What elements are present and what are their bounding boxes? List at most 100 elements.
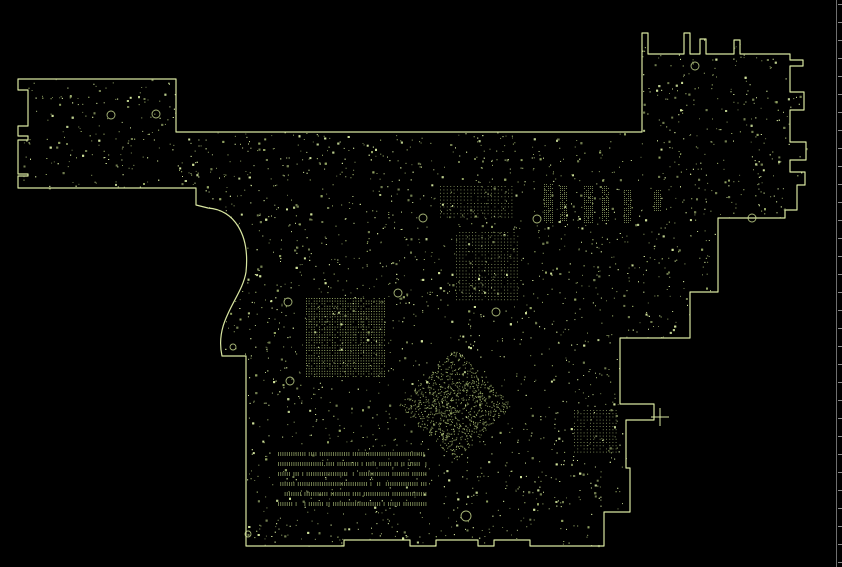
pad [491,436,493,437]
pad [337,280,339,282]
pad [788,123,790,125]
pad [581,241,582,243]
cpu-bga-pad [332,305,333,307]
pad [600,393,602,395]
pad [295,351,296,353]
pad [190,173,192,175]
pad [470,347,472,350]
pad [240,160,242,162]
pad [363,312,365,314]
pad [308,248,310,251]
pad [753,102,755,104]
pad [564,205,567,208]
pad [242,147,244,149]
pad [98,90,101,92]
pad [543,202,545,204]
cpu-bga-pad [306,300,307,302]
pad [274,541,276,543]
pad [462,335,465,338]
pad [526,429,528,430]
pad [493,276,495,278]
pad [145,86,147,88]
pad [482,160,484,163]
pad [616,420,618,422]
pad [423,269,425,271]
cpu-bga-pad [373,300,375,302]
pad [352,303,354,305]
pad [765,138,767,140]
pad [528,439,530,441]
pad [658,175,661,178]
pad [120,154,122,156]
pad [683,76,684,78]
pad [372,171,375,174]
pad [418,238,420,240]
pad [760,191,762,193]
cpu-bga-pad [324,316,326,318]
pad [542,503,544,505]
pad [661,89,663,91]
pad [778,160,781,163]
pad [309,218,312,221]
cpu-bga-pad [334,313,336,315]
pad [328,264,330,266]
pad [778,156,781,159]
pad [366,436,368,438]
pad [592,394,594,396]
pad [294,249,297,252]
pad [293,134,294,136]
pad [122,165,123,166]
pad [761,182,763,184]
pad [255,392,258,395]
pad [558,341,560,343]
pad [338,234,340,236]
pad [58,141,61,144]
pad [622,503,623,505]
pad [468,346,470,349]
cpu-bga-pad [342,321,344,323]
pad [674,132,676,134]
pad [380,186,383,189]
pad [606,238,608,240]
pad [391,526,393,528]
pad [141,117,143,119]
pad [573,456,575,457]
pad [533,293,535,295]
pad [470,285,472,286]
pad [676,246,678,248]
pad [50,98,52,100]
pad [473,306,476,308]
cpu-bga-pad [355,305,357,307]
pad [332,312,334,314]
pad [577,460,578,461]
pad [622,161,624,162]
pad [196,161,198,163]
pad [702,266,704,268]
pad [357,470,358,472]
cpu-bga-pad [358,303,359,305]
pad [455,289,457,291]
pad [265,346,267,348]
pad [405,536,407,538]
pad [485,261,487,263]
pad [542,242,545,245]
cpu-bga-pad [311,313,313,315]
pad [618,189,620,191]
pad [693,104,695,106]
pad [605,223,607,225]
pad [560,175,562,177]
pad [23,176,25,178]
cpu-bga-pad [329,311,331,312]
pad [248,143,249,145]
pad [419,166,421,168]
pad [541,262,543,264]
pad [467,236,468,238]
pad [679,156,680,158]
pad [674,327,676,329]
pad [387,384,389,386]
cpu-bga-pad [373,321,375,323]
pad [98,139,101,142]
pad [743,103,745,105]
